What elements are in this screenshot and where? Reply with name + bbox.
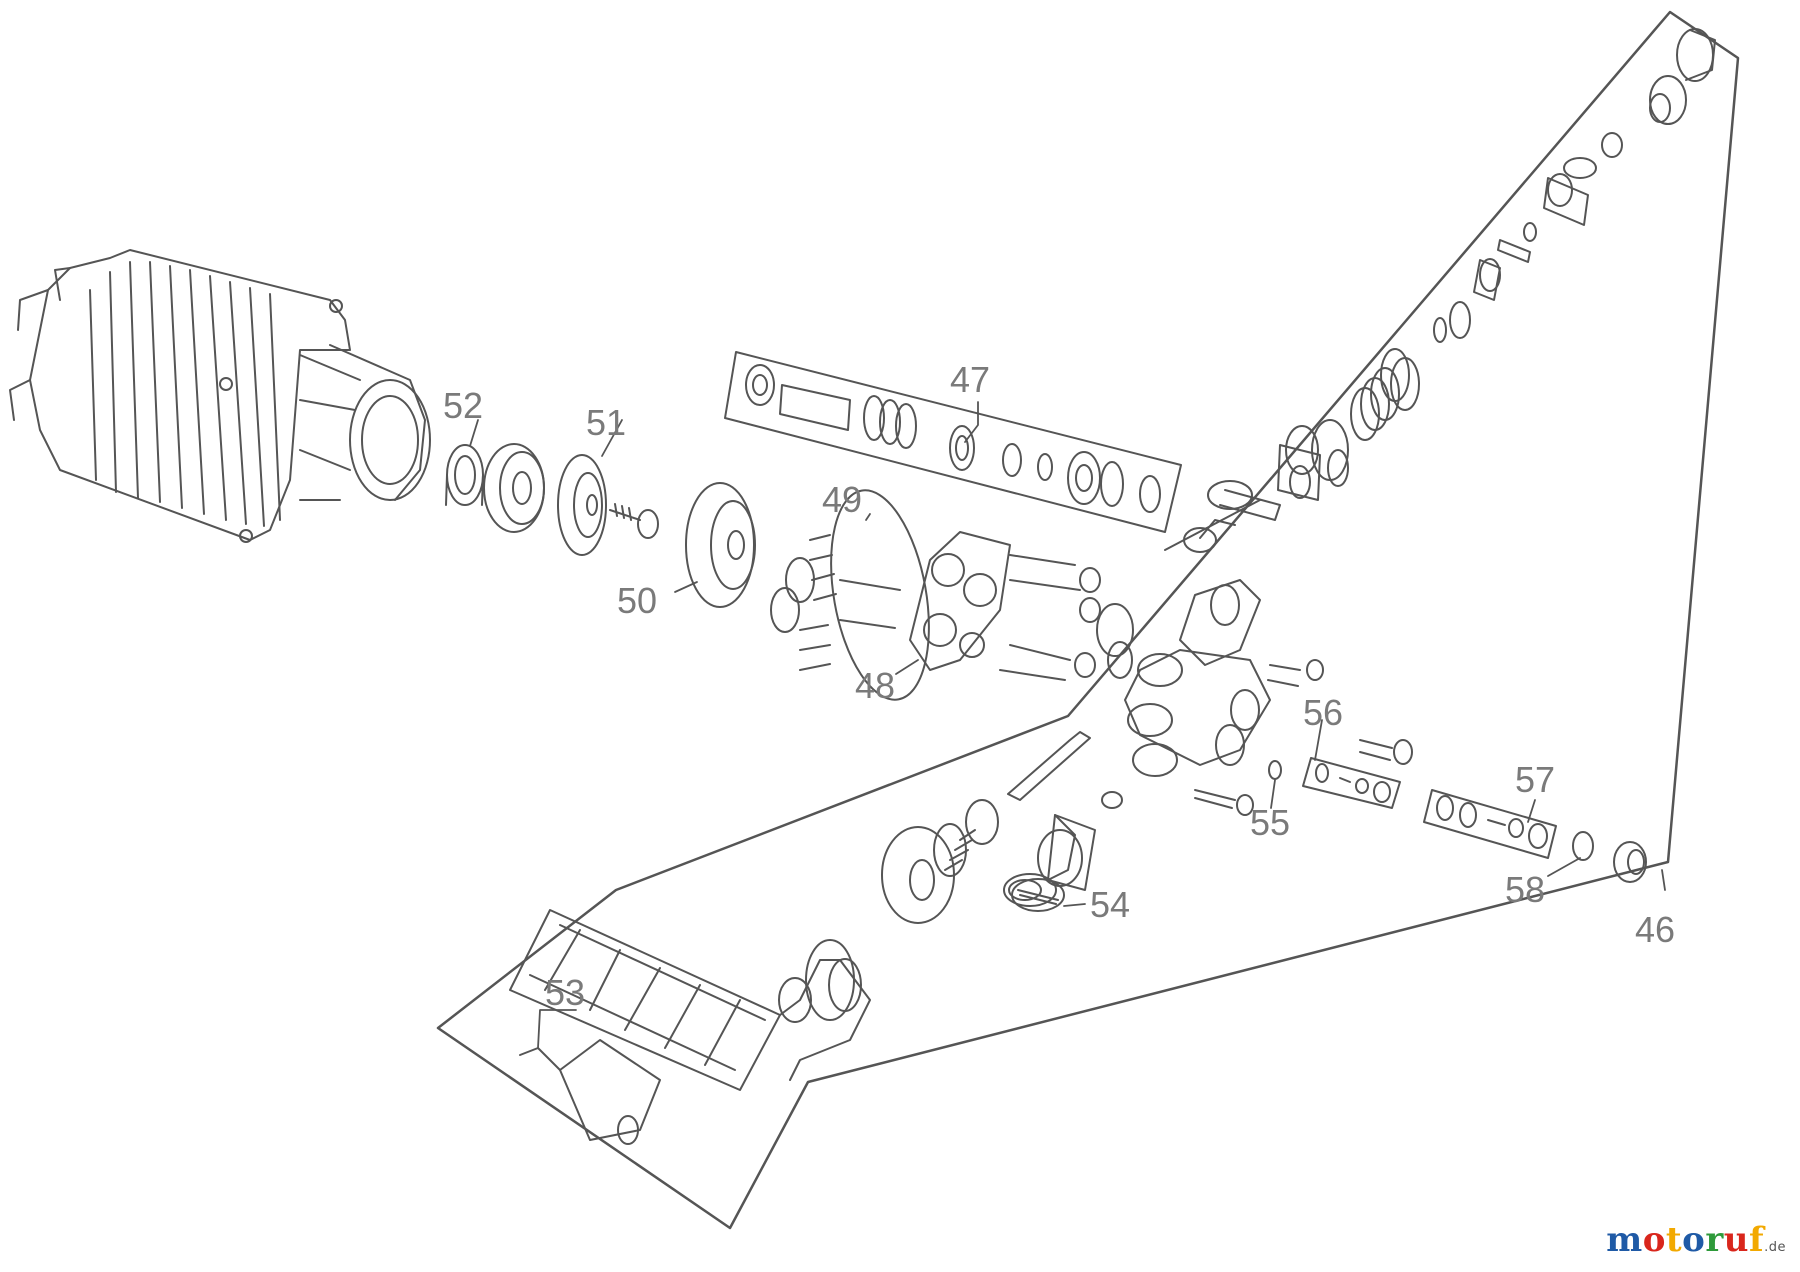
- part-53-pressure-switch-housing: [509, 909, 871, 1145]
- label-55: 55: [1250, 802, 1290, 843]
- electric-motor: [9, 249, 431, 543]
- logo-letter: u: [1723, 1220, 1749, 1260]
- logo-letter: r: [1705, 1220, 1724, 1260]
- label-53: 53: [545, 972, 585, 1013]
- logo-letter: o: [1682, 1220, 1706, 1260]
- label-58: 58: [1505, 869, 1545, 910]
- part-47-kit: [745, 364, 1161, 513]
- part-pressure-valve-assembly: [1164, 28, 1716, 553]
- leader-lines: [469, 401, 1666, 1049]
- part-pistons-springs: [770, 534, 901, 671]
- motoruf-watermark-logo: motoruf.de: [1606, 1220, 1786, 1260]
- label-51: 51: [586, 402, 626, 443]
- logo-tld: .de: [1764, 1240, 1786, 1255]
- label-54: 54: [1090, 884, 1130, 925]
- label-46: 46: [1635, 909, 1675, 950]
- label-47: 47: [950, 359, 990, 400]
- part-52-seal-ring: [445, 444, 484, 506]
- part-lower-valve-parts: [881, 731, 1123, 924]
- logo-letter: t: [1665, 1220, 1683, 1260]
- group-outline-56: [1302, 757, 1401, 809]
- part-58-o-ring-and-cap: [1572, 831, 1647, 883]
- part-51-flange: [557, 454, 607, 556]
- part-labels: 46 47 48 49 50 51 52 53 54 55 56 57 58: [443, 359, 1675, 1013]
- logo-letter: o: [1642, 1220, 1666, 1260]
- part-54-filter-and-fitting: [1011, 814, 1076, 912]
- part-56-valve-kit: [1315, 763, 1391, 803]
- part-central-pump-housing: [1124, 579, 1413, 816]
- label-48: 48: [855, 665, 895, 706]
- label-57: 57: [1515, 759, 1555, 800]
- group-outline-57: [1423, 789, 1557, 859]
- part-48-pump-head-block: [909, 531, 1134, 681]
- group-outline-47: [724, 351, 1182, 533]
- part-ball-bearing: [483, 443, 545, 533]
- part-50-swash-plate: [685, 482, 756, 608]
- logo-letter: m: [1606, 1220, 1643, 1260]
- part-57-valve-kit: [1436, 795, 1548, 849]
- label-49: 49: [822, 479, 862, 520]
- label-56: 56: [1303, 692, 1343, 733]
- group-outline-46: [436, 10, 1740, 1230]
- part-screw-small: [609, 503, 659, 539]
- part-49-o-ring: [830, 489, 930, 701]
- logo-letter: f: [1748, 1220, 1765, 1260]
- label-50: 50: [617, 580, 657, 621]
- label-52: 52: [443, 385, 483, 426]
